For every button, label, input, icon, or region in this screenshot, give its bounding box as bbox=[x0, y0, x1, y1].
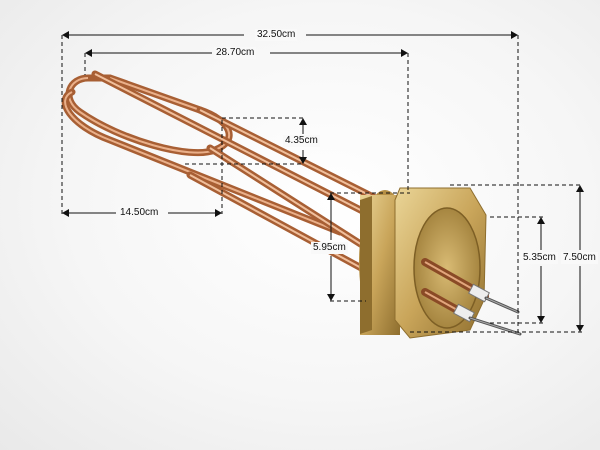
dimension-overall-length bbox=[61, 31, 519, 332]
loop-height-label: 4.35cm bbox=[283, 135, 320, 147]
flange-inner-label: 5.35cm bbox=[521, 252, 558, 264]
terminal-pins bbox=[421, 258, 522, 336]
overall-length-label: 32.50cm bbox=[255, 29, 298, 41]
thread-diameter-label: 5.95cm bbox=[311, 242, 348, 254]
loop-length-label: 14.50cm bbox=[118, 207, 161, 219]
dimension-flange-inner bbox=[490, 216, 545, 324]
dimension-heated-length bbox=[84, 49, 409, 190]
flange-outer-label: 7.50cm bbox=[561, 252, 598, 264]
dimension-flange-outer bbox=[410, 184, 584, 333]
dimension-thread-diameter bbox=[327, 192, 410, 302]
heated-length-label: 28.70cm bbox=[214, 47, 257, 59]
dimension-loop-length bbox=[62, 120, 223, 217]
copper-tubes bbox=[61, 70, 399, 274]
dimension-loop-height bbox=[185, 117, 307, 165]
